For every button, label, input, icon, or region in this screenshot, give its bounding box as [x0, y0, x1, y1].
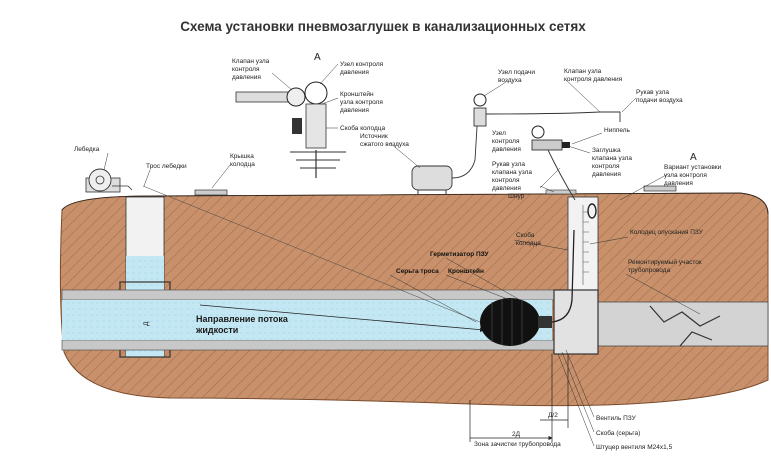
label-manhole-cover-1: Крышка [230, 153, 254, 160]
label-hose-valve-2: клапана узла [492, 169, 532, 176]
pzu-hose [551, 229, 575, 323]
pressure-control-node-b [531, 125, 576, 201]
label-dim-d2: Д/2 [548, 412, 558, 419]
label-descent-well: Колодец опускания ПЗУ [630, 229, 704, 236]
assembly-a-detail [235, 81, 346, 178]
label-variant-2: узла контроля [664, 172, 707, 179]
label-variant-1: Вариант установки [664, 164, 722, 171]
label-air-hose-1: Рукав узла [636, 89, 669, 96]
label-valve-unit-3: давления [232, 74, 261, 81]
descent-well-ladder [582, 205, 589, 285]
ground-line [61, 192, 769, 215]
label-valve-pzu: Вентиль ПЗУ [596, 415, 637, 422]
label-pressure-node-1: Узел контроля [340, 61, 384, 68]
label-pressure-node-b-1: Узел [492, 130, 506, 137]
descent-well-lid [545, 189, 577, 195]
section-marker-a2: A [690, 152, 697, 163]
label-valve-unit-b-2: контроля давления [564, 76, 623, 83]
label-cable-earring: Серьга троса [396, 268, 439, 275]
pzu-ribs [491, 298, 523, 346]
label-pressure-node-b-3: давления [492, 146, 521, 153]
label-cleaning-zone: Зона зачистки трубопровода [474, 440, 561, 448]
label-nipple: Ниппель [604, 127, 631, 134]
label-pressure-node-2: давления [340, 69, 369, 76]
label-bracket-1: Кронштейн [340, 90, 374, 98]
label-shackle: Скоба (серьга) [596, 429, 640, 437]
label-valve-unit-1: Клапан узла [232, 58, 270, 65]
descent-well-chamber [553, 289, 599, 355]
pzu-plug [480, 298, 540, 346]
label-hose-short: Шнур [508, 193, 525, 200]
label-air-supply-node-1: Узел подачи [498, 69, 535, 76]
manhole-cover-right [643, 185, 677, 192]
label-bracket-2: узла контроля [340, 99, 383, 106]
label-valve-unit-b-1: Клапан узла [564, 68, 602, 75]
label-dim-d: Д [143, 321, 150, 326]
winch [85, 168, 133, 193]
flow-label-line1: Направление потока [196, 314, 289, 324]
label-manhole-bracket-2-1: Скоба [516, 231, 535, 239]
label-hose-valve-3: контроля [492, 177, 520, 184]
well-top-bracket [587, 203, 597, 219]
label-plug-1: Заглушка [592, 147, 621, 154]
label-hose-valve-1: Рукав узла [492, 161, 525, 168]
label-plug-2: клапана узла [592, 155, 632, 162]
label-valve-unit-2: контроля [232, 66, 260, 73]
manhole-cover-left [194, 189, 228, 196]
label-manhole-bracket: Скоба колодца [340, 124, 385, 132]
label-fitting: Штуцер вентиля М24х1,5 [596, 444, 673, 451]
pipeline-water [62, 300, 552, 340]
label-winch-cable: Трос лебедки [146, 162, 187, 170]
flow-label-line2: жидкости [195, 325, 238, 335]
compressed-air-tank [411, 109, 479, 194]
flow-direction-arrow [199, 304, 485, 333]
dimension-lines [469, 354, 569, 442]
label-plug-4: давления [592, 171, 621, 178]
label-air-source-1: Источник [360, 133, 388, 140]
label-bracket-3: давления [340, 107, 369, 114]
repair-pipe-cracks [649, 305, 721, 347]
label-dim-2d: 2Д [512, 431, 521, 438]
label-plug-3: контроля [592, 163, 620, 170]
label-manhole-bracket-2-2: колодца [516, 240, 541, 247]
diagram-title: Схема установки пневмозаглушек в канализ… [180, 19, 586, 34]
section-marker-a: А [314, 52, 321, 63]
pipeline-upper-wall [61, 289, 569, 301]
repair-pipe [597, 301, 769, 347]
label-air-supply-node-2: воздуха [498, 77, 522, 84]
winch-cable-line [142, 185, 481, 323]
label-winch: Лебедка [74, 145, 100, 153]
label-hose-valve-4: давления [492, 185, 521, 192]
label-manhole-cover-2: колодца [230, 161, 255, 168]
label-air-source-2: сжатого воздуха [360, 141, 409, 148]
label-repair-1: Ремонтируемый участок [628, 258, 702, 266]
label-bracket-pzu: Кронштейн [448, 267, 484, 275]
label-air-hose-2: подачи воздуха [636, 97, 683, 104]
leader-lines [103, 63, 701, 447]
label-variant-3: давления [664, 180, 693, 187]
pzu-cap [538, 316, 552, 328]
label-pressure-node-b-2: контроля [492, 138, 520, 145]
label-repair-2: трубопровода [628, 266, 671, 274]
label-sealer: Герметизатор ПЗУ [430, 251, 489, 258]
